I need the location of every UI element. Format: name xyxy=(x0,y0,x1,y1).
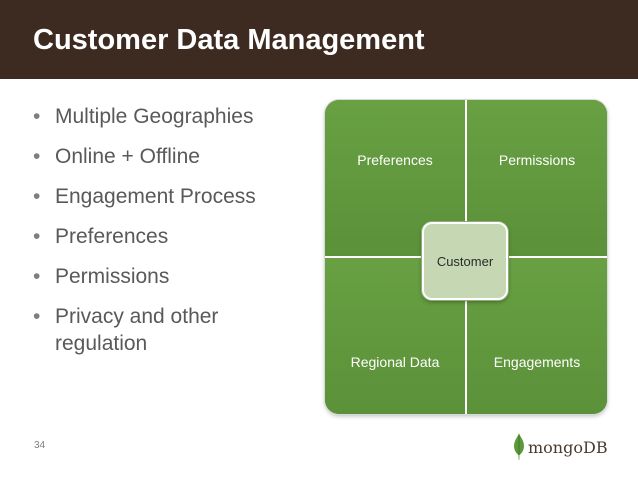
center-label: Customer xyxy=(436,254,494,269)
quadrant-preferences: Preferences xyxy=(325,100,465,256)
bullet-text: Permissions xyxy=(55,265,170,288)
page-number: 34 xyxy=(34,440,46,451)
slide-title: Customer Data Management xyxy=(33,24,425,56)
bullet-text: Online + Offline xyxy=(55,145,200,168)
bullet-text: Multiple Geographies xyxy=(55,105,254,128)
quadrant-label: Preferences xyxy=(357,152,433,168)
bullet-dot-icon: • xyxy=(33,105,41,128)
quadrant-label: Engagements xyxy=(493,354,581,370)
bullet-dot-icon: • xyxy=(33,145,41,168)
bullet-dot-icon: • xyxy=(33,265,41,288)
bullet-item: • Engagement Process xyxy=(33,183,308,210)
quadrant-label: Permissions xyxy=(498,152,576,168)
customer-quadrant-diagram: Preferences Permissions Regional Data En… xyxy=(325,100,607,414)
quadrant-label: Regional Data xyxy=(350,354,440,370)
bullet-item: • Preferences xyxy=(33,223,308,250)
mongodb-leaf-icon xyxy=(514,433,524,460)
bullet-item: • Permissions xyxy=(33,263,308,290)
bullet-item: • Online + Offline xyxy=(33,143,308,170)
bullet-item: • Privacy and other regulation xyxy=(33,303,308,357)
bullet-text: Privacy and other regulation xyxy=(55,305,219,355)
bullet-dot-icon: • xyxy=(33,305,41,328)
center-customer-box: Customer xyxy=(422,222,508,300)
bullet-list: • Multiple Geographies • Online + Offlin… xyxy=(33,103,308,370)
quadrant-engagements: Engagements xyxy=(467,258,607,414)
title-bar: Customer Data Management xyxy=(0,0,638,79)
logo-text: mongoDB xyxy=(528,438,608,457)
bullet-text: Preferences xyxy=(55,225,169,248)
bullet-text: Engagement Process xyxy=(55,185,256,208)
mongodb-logo: mongoDB xyxy=(513,433,623,463)
bullet-item: • Multiple Geographies xyxy=(33,103,308,130)
bullet-dot-icon: • xyxy=(33,185,41,208)
bullet-dot-icon: • xyxy=(33,225,41,248)
